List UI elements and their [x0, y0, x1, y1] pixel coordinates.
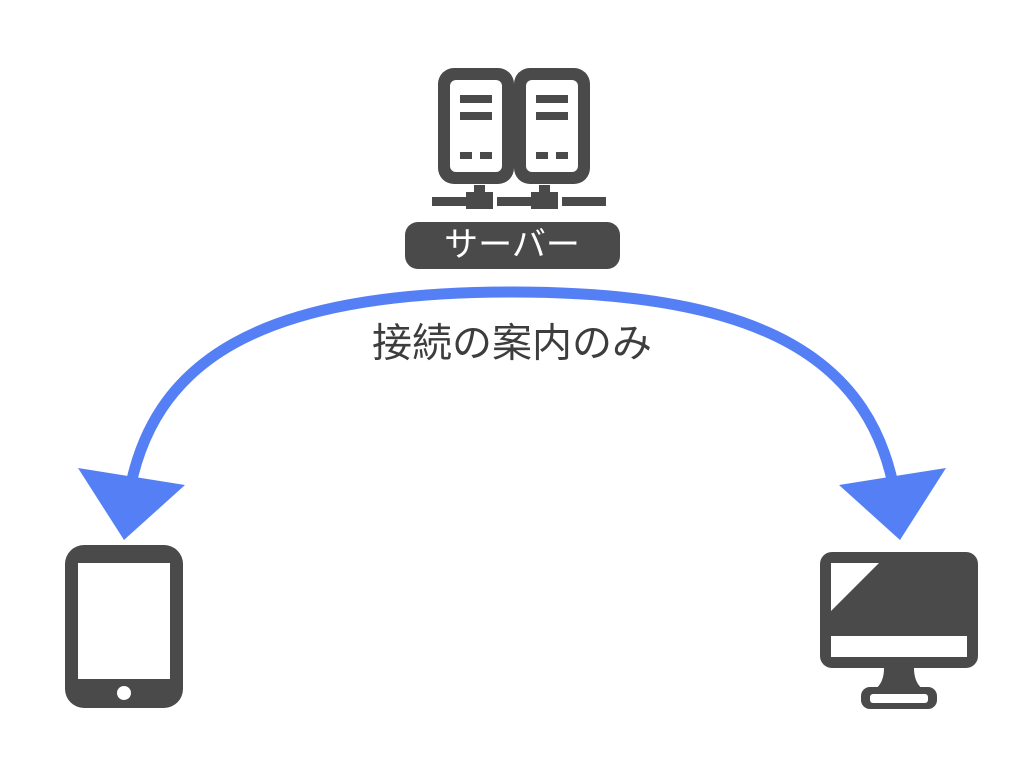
server-unit-left-slot-2 [460, 112, 492, 120]
desktop-monitor-icon [820, 552, 978, 709]
tablet-screen [78, 563, 170, 679]
server-unit-left-face [450, 80, 502, 172]
edge-label: 接続の案内のみ [372, 322, 652, 366]
tablet-icon [65, 545, 183, 708]
edge-server-to-devices: 接続の案内のみ 接続の案内のみ [78, 286, 946, 540]
node-desktop[interactable] [820, 552, 978, 709]
server-unit-right-led-1 [536, 152, 548, 159]
server-rack-icon [432, 68, 606, 209]
tablet-home-button [117, 686, 131, 700]
edge-label-halo: 接続の案内のみ [372, 322, 652, 366]
server-label-pill [405, 222, 620, 269]
server-unit-left-led-2 [480, 152, 492, 159]
node-server[interactable]: サーバー [405, 68, 620, 269]
server-plug-left-head [466, 192, 493, 209]
server-unit-left-led-1 [460, 152, 472, 159]
edge-arrowhead-left [78, 468, 185, 540]
server-unit-right-face [526, 80, 578, 172]
server-cable-segment-middle [497, 197, 541, 206]
server-unit-right-led-2 [556, 152, 568, 159]
server-unit-right-slot-1 [536, 95, 568, 103]
server-label-text: サーバー [444, 226, 580, 264]
monitor-stand-base-inner [870, 694, 928, 703]
server-unit-left-slot-1 [460, 95, 492, 103]
server-plug-right-head [531, 192, 558, 209]
edge-arrowhead-right [839, 468, 946, 540]
server-unit-right-slot-2 [536, 112, 568, 120]
monitor-screen-glare [831, 563, 879, 611]
server-cable-segment-right [562, 197, 606, 206]
server-cable-segment-left [432, 197, 476, 206]
monitor-chin [831, 636, 967, 657]
edge-arc-path [122, 286, 902, 501]
node-tablet[interactable] [65, 545, 183, 708]
